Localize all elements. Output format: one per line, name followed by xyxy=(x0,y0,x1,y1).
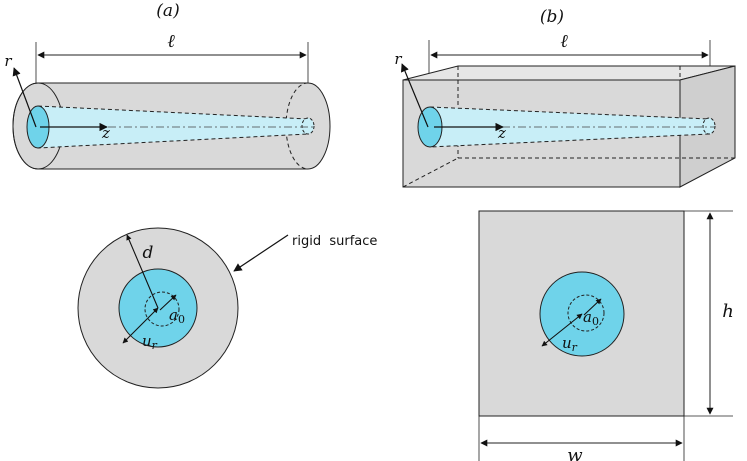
circular-cross-section: d a0 ur rigid surface xyxy=(77,227,377,389)
initial-radius-arrow xyxy=(159,294,177,311)
height-label: h xyxy=(722,301,734,322)
radial-axis-label: r xyxy=(4,52,12,70)
length-label: ℓ xyxy=(167,31,175,52)
panel-b-prism: (b) ℓ r z xyxy=(394,7,736,188)
rigid-surface-pointer xyxy=(233,234,289,272)
axial-axis-label: z xyxy=(101,124,110,142)
initial-radius-circle xyxy=(144,291,180,327)
initial-radius-circle xyxy=(567,294,605,332)
initial-radius-arrow xyxy=(583,298,602,316)
length-label: ℓ xyxy=(560,31,568,52)
panel-a-label: (a) xyxy=(156,1,179,21)
outer-radius-arrow xyxy=(126,234,159,309)
panel-a-cylinder: (a) ℓ r z xyxy=(4,1,331,170)
displacement-arrow xyxy=(122,307,159,344)
prism-top-face xyxy=(402,65,736,81)
axial-axis-label: z xyxy=(497,124,506,142)
square-cross-section: a0 ur h w xyxy=(478,210,734,461)
rigid-surface-label: rigid surface xyxy=(292,234,377,249)
outer-radius-label: d xyxy=(143,243,154,263)
radial-axis-arrow xyxy=(401,63,429,128)
fluid-core-outlet xyxy=(702,117,716,135)
prism-hidden-edge xyxy=(402,157,459,188)
fluid-core-outlet xyxy=(301,117,315,135)
radial-axis-arrow xyxy=(12,67,37,128)
displacement-arrow xyxy=(541,313,583,347)
width-label: w xyxy=(567,445,583,461)
radial-axis-label: r xyxy=(394,50,402,68)
panel-b-label: (b) xyxy=(540,7,564,27)
